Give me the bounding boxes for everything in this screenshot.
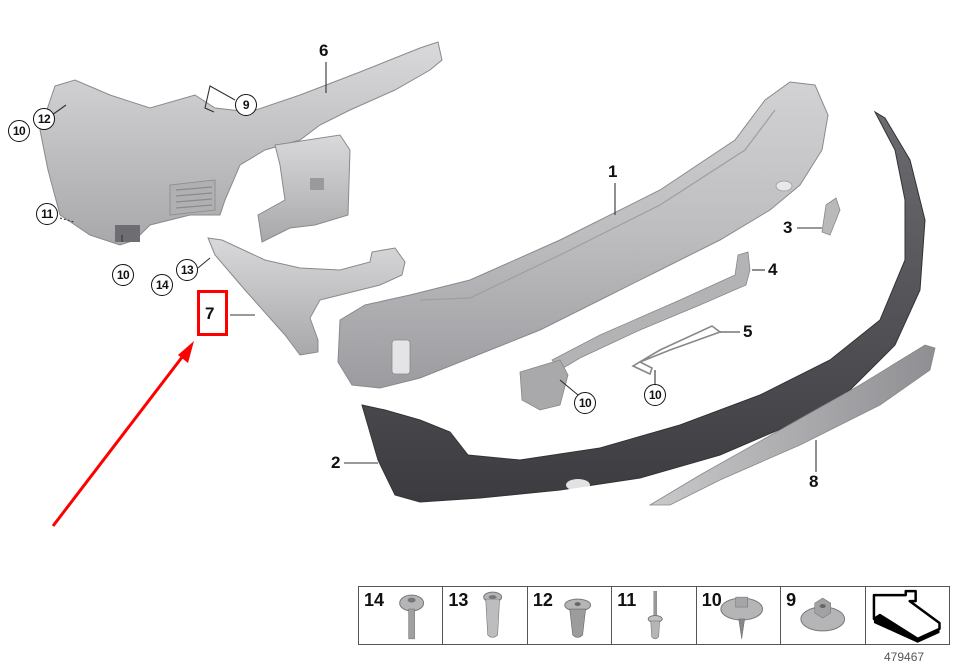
hex-flange-nut-icon: [800, 597, 846, 632]
callout-9[interactable]: 9: [235, 94, 257, 116]
callout-11[interactable]: 11: [36, 203, 58, 225]
callout-12[interactable]: 12: [33, 108, 55, 130]
part-5-wire-bracket: [631, 325, 722, 376]
diagram-number: 479467: [884, 650, 925, 664]
callout-8[interactable]: 8: [809, 472, 819, 491]
legend-cell-9[interactable]: 9: [781, 587, 866, 644]
legend-cell-direction[interactable]: [866, 587, 949, 644]
legend-label: 11: [617, 590, 637, 610]
leader-lines: [51, 62, 822, 472]
part-7-side-trim: [207, 237, 406, 356]
highlight-box-callout-7: [197, 290, 228, 336]
callout-2[interactable]: 2: [331, 453, 341, 472]
self-tapping-washer-screw-icon: [720, 596, 763, 639]
part-8-trim-strip: [648, 344, 936, 506]
legend-label: 10: [701, 590, 722, 610]
part-1-bumper-cover: [337, 81, 829, 389]
legend-label: 9: [786, 590, 797, 610]
callout-10-lower-left[interactable]: 10: [112, 264, 134, 286]
plastic-nut-insert-icon: [564, 598, 591, 638]
legend-cell-11[interactable]: 11: [612, 587, 697, 644]
legend-cell-12[interactable]: 12: [528, 587, 613, 644]
part-3-tow-hook-cover: [821, 197, 841, 236]
fastener-legend: 14 13 12 11 10: [358, 586, 950, 645]
callout-7[interactable]: 7: [205, 304, 215, 323]
callout-1[interactable]: 1: [608, 162, 618, 181]
legend-cell-14[interactable]: 14: [359, 587, 444, 644]
part-4-support-rail: [519, 251, 751, 411]
part-6-bracket-carrier: [39, 41, 443, 246]
legend-cell-13[interactable]: 13: [443, 587, 528, 644]
expanding-nut-icon: [483, 591, 503, 638]
callout-6[interactable]: 6: [319, 41, 329, 60]
callout-14[interactable]: 14: [151, 274, 173, 296]
callout-4[interactable]: 4: [768, 260, 778, 279]
callout-10-bracket[interactable]: 10: [644, 384, 666, 406]
callout-10-rail[interactable]: 10: [574, 392, 596, 414]
part-2-lower-diffuser: [361, 110, 926, 503]
highlight-arrow: [51, 341, 194, 527]
legend-label: 12: [532, 590, 553, 610]
callout-5[interactable]: 5: [743, 322, 753, 341]
callout-10-upper-left[interactable]: 10: [8, 120, 30, 142]
callout-3[interactable]: 3: [783, 218, 793, 237]
callout-13[interactable]: 13: [176, 259, 198, 281]
legend-label: 14: [364, 590, 385, 610]
blind-rivet-icon: [648, 590, 663, 640]
direction-arrow-icon: [872, 589, 941, 643]
legend-cell-10[interactable]: 10: [697, 587, 782, 644]
screw-with-washer-icon: [399, 594, 425, 640]
legend-label: 13: [448, 590, 469, 610]
